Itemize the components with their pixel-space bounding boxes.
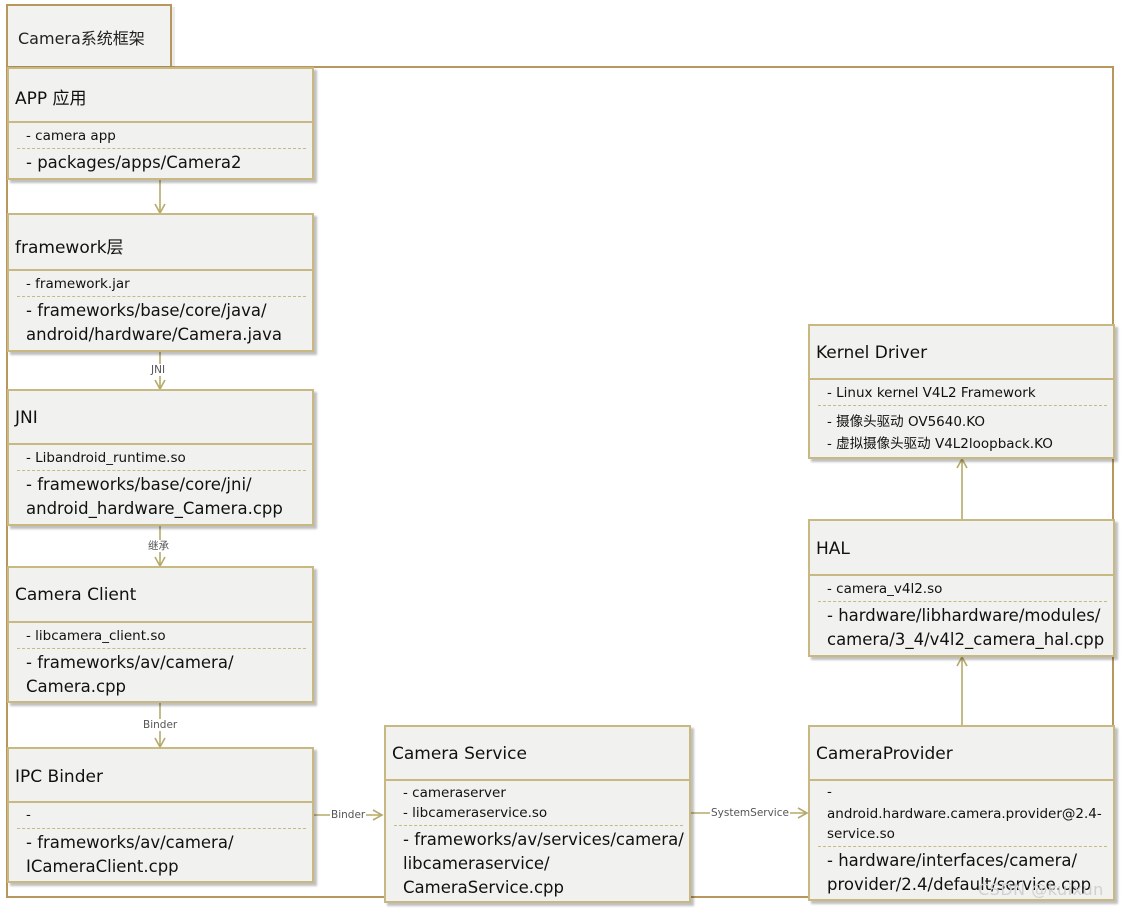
edge-label-binder-client: Binder xyxy=(142,719,179,731)
box-jni-path-2: android_hardware_Camera.cpp xyxy=(26,499,283,518)
box-app-title: APP 应用 xyxy=(15,89,87,109)
edge-label-binder-ipc: Binder xyxy=(330,809,367,821)
box-ipc-path-1: - frameworks/av/camera/ xyxy=(26,833,234,852)
box-hal: HAL - camera_v4l2.so - hardware/libhardw… xyxy=(808,519,1115,657)
box-service-path-1: - frameworks/av/services/camera/ xyxy=(403,830,684,849)
box-camera-client: Camera Client - libcamera_client.so - fr… xyxy=(7,566,314,703)
box-client-path-1: - frameworks/av/camera/ xyxy=(26,653,234,672)
box-kernel-lib: - Linux kernel V4L2 Framework xyxy=(827,385,1036,401)
box-framework-lib: - framework.jar xyxy=(26,276,130,292)
box-provider-lib-3: service.so xyxy=(827,826,895,842)
box-provider-path-1: - hardware/interfaces/camera/ xyxy=(827,851,1078,870)
box-hal-lib: - camera_v4l2.so xyxy=(827,581,943,597)
box-provider-lib-2: android.hardware.camera.provider@2.4- xyxy=(827,806,1102,822)
box-hal-path-1: - hardware/libhardware/modules/ xyxy=(827,606,1101,625)
box-jni: JNI - Libandroid_runtime.so - frameworks… xyxy=(7,389,314,526)
box-app-lib: - camera app xyxy=(26,128,116,144)
box-service-title: Camera Service xyxy=(392,744,527,764)
box-ipc-path-2: ICameraClient.cpp xyxy=(26,857,179,876)
package-title-tab: Camera系统框架 xyxy=(6,4,172,66)
box-client-path-2: Camera.cpp xyxy=(26,677,127,696)
box-hal-title: HAL xyxy=(816,539,850,559)
box-kernel-driver: Kernel Driver - Linux kernel V4L2 Framew… xyxy=(808,324,1115,459)
box-provider-title: CameraProvider xyxy=(816,744,953,764)
box-jni-path-1: - frameworks/base/core/jni/ xyxy=(26,475,252,494)
box-client-lib: - libcamera_client.so xyxy=(26,628,166,644)
box-client-title: Camera Client xyxy=(15,585,137,605)
edge-label-jni: JNI xyxy=(150,364,167,376)
box-ipc-title: IPC Binder xyxy=(15,767,103,787)
box-provider-path-2: provider/2.4/default/service.cpp xyxy=(827,875,1092,894)
box-camera-provider: CameraProvider - android.hardware.camera… xyxy=(808,725,1115,901)
box-hal-path-2: camera/3_4/v4l2_camera_hal.cpp xyxy=(827,630,1105,649)
box-provider-lib-1: - xyxy=(827,784,832,800)
box-service-lib-2: - libcameraservice.so xyxy=(403,805,548,821)
edge-label-systemservice: SystemService xyxy=(710,807,790,819)
package-title: Camera系统框架 xyxy=(18,29,145,48)
box-camera-service: Camera Service - cameraserver - libcamer… xyxy=(384,725,691,903)
box-kernel-title: Kernel Driver xyxy=(816,343,928,363)
box-app: APP 应用 - camera app - packages/apps/Came… xyxy=(7,67,314,180)
box-framework-title: framework层 xyxy=(15,238,124,258)
box-app-path: - packages/apps/Camera2 xyxy=(26,153,242,172)
edge-label-inherit: 继承 xyxy=(147,540,170,552)
box-service-path-2: libcameraservice/ xyxy=(403,854,550,873)
box-service-path-3: CameraService.cpp xyxy=(403,878,564,897)
box-ipc-lib: - xyxy=(26,807,31,823)
box-kernel-driver-1: - 摄像头驱动 OV5640.KO xyxy=(827,414,985,430)
box-jni-title: JNI xyxy=(15,408,38,428)
box-framework-path-1: - frameworks/base/core/java/ xyxy=(26,301,267,320)
box-service-lib-1: - cameraserver xyxy=(403,785,506,801)
box-framework-path-2: android/hardware/Camera.java xyxy=(26,325,283,344)
box-framework: framework层 - framework.jar - frameworks/… xyxy=(7,213,314,352)
box-kernel-driver-2: - 虚拟摄像头驱动 V4L2loopback.KO xyxy=(827,436,1053,452)
watermark: CSDN @kuixun xyxy=(978,880,1104,899)
box-ipc-binder: IPC Binder - - frameworks/av/camera/ ICa… xyxy=(7,747,314,883)
box-jni-lib: - Libandroid_runtime.so xyxy=(26,450,186,466)
